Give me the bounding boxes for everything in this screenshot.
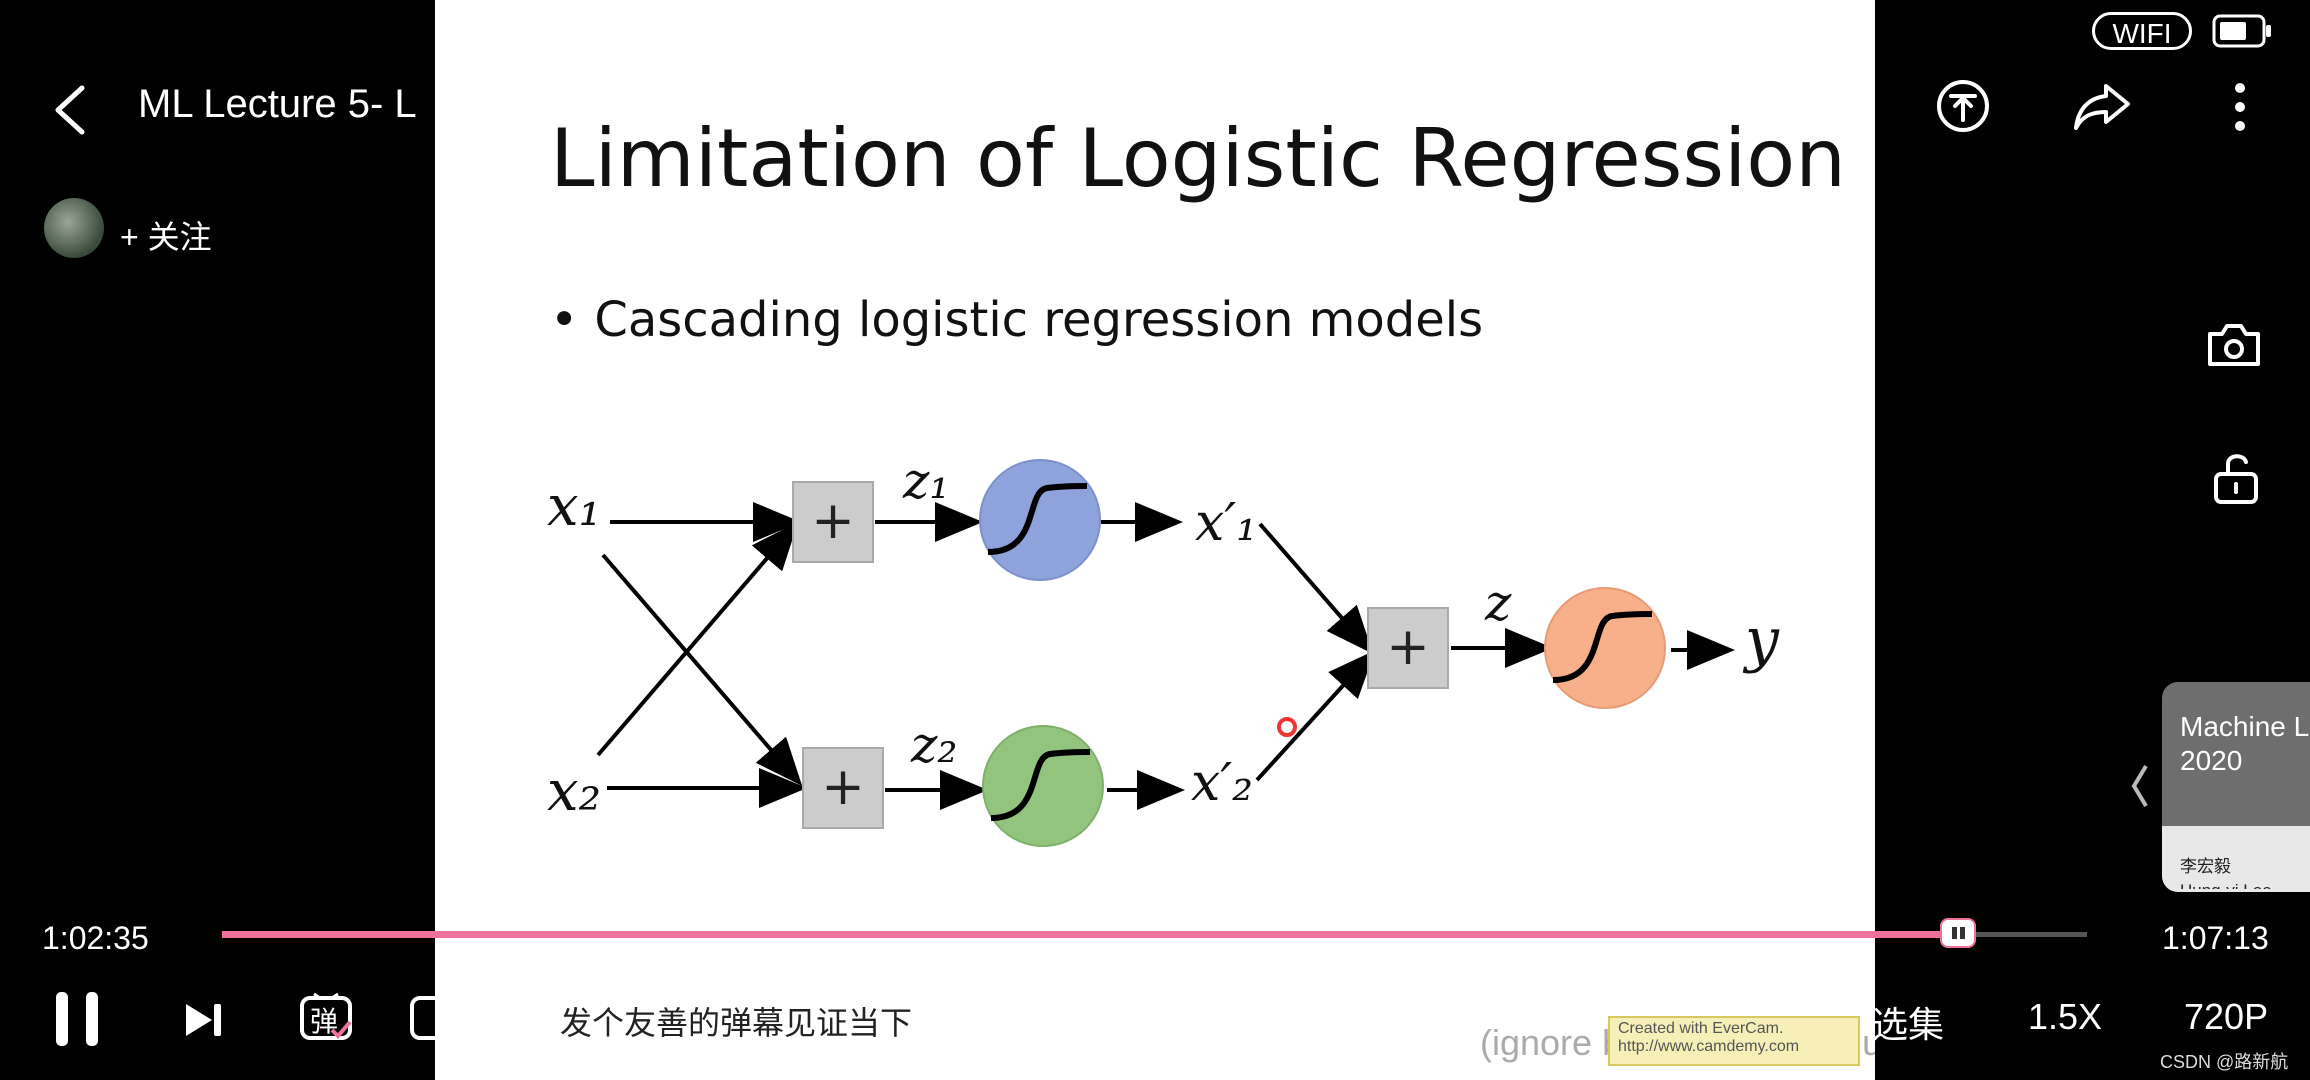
back-arrow-icon[interactable]	[52, 84, 88, 136]
danmaku-toggle-label: 弹	[310, 1006, 339, 1037]
share-icon[interactable]	[2072, 78, 2132, 134]
next-episode-icon[interactable]	[184, 1002, 224, 1038]
danmaku-input[interactable]: 发个友善的弹幕见证当下	[560, 1005, 913, 1041]
label-x1-prime: x′₁	[1195, 493, 1257, 553]
total-time: 1:07:13	[2162, 920, 2269, 956]
sigmoid-node-1	[979, 459, 1101, 581]
slide-footnote: (ignore bure)	[1480, 1022, 1875, 1063]
screenshot-camera-icon[interactable]	[2206, 322, 2262, 368]
recommendation-author: 李宏毅 Hung-yi Lee	[2180, 857, 2272, 889]
follow-button[interactable]: + 关注	[120, 219, 212, 255]
slide-bullet-text: Cascading logistic regression models	[594, 292, 1484, 348]
video-frame[interactable]: Limitation of Logistic Regression •Casca…	[435, 0, 1875, 1080]
video-title: ML Lecture 5- L	[138, 82, 417, 126]
uploader-avatar[interactable]	[44, 198, 104, 258]
label-y: y	[1742, 605, 1780, 675]
evercam-watermark: Created with EverCam. http://www.camdemy…	[1608, 1016, 1860, 1066]
danmaku-tv-icon	[300, 992, 352, 1040]
recommendation-title: Machine L 2020	[2180, 711, 2310, 776]
battery-icon	[2212, 14, 2271, 48]
danmaku-settings-icon[interactable]	[410, 992, 436, 1042]
label-x1: x₁	[547, 474, 601, 539]
danmaku-toggle-button[interactable]: 弹	[300, 992, 354, 1042]
progress-fill	[222, 931, 1959, 938]
label-z2: z₂	[910, 716, 957, 774]
label-z1: z₁	[902, 452, 949, 510]
sum-node-1: +	[792, 481, 874, 563]
pause-icon[interactable]	[54, 990, 102, 1048]
slide-title: Limitation of Logistic Regression	[550, 112, 1846, 205]
card-collapse-chevron-icon[interactable]	[2128, 762, 2152, 810]
label-z: z	[1484, 574, 1512, 632]
sigmoid-node-out	[1544, 587, 1666, 709]
slide-bullet: •Cascading logistic regression models	[550, 292, 1484, 348]
quality-button[interactable]: 720P	[2184, 996, 2269, 1037]
coin-icon[interactable]	[1935, 78, 1991, 134]
label-x2-prime: x′₂	[1191, 753, 1253, 813]
label-x2: x₂	[547, 759, 601, 824]
svg-text:+: +	[811, 491, 855, 551]
wifi-indicator: WIFI	[2092, 12, 2192, 50]
current-time: 1:02:35	[42, 920, 149, 956]
pointer-dot	[1277, 717, 1297, 737]
sigmoid-node-2	[982, 725, 1104, 847]
sum-node-out: +	[1367, 607, 1449, 689]
progress-handle[interactable]	[1940, 918, 1977, 948]
svg-text:+: +	[821, 757, 865, 817]
cascade-diagram: x₁ x₂ z₁ z₂ x′₁ x′₂ z y +	[547, 452, 1780, 847]
episodes-button[interactable]: 选集	[1872, 1004, 1945, 1045]
screen-lock-icon[interactable]	[2212, 450, 2260, 506]
playback-speed-button[interactable]: 1.5X	[2028, 996, 2103, 1037]
more-options-icon[interactable]	[2230, 82, 2250, 132]
csdn-watermark: CSDN @路新航	[2160, 1052, 2289, 1072]
sum-node-2: +	[802, 747, 884, 829]
recommendation-card[interactable]: Machine L 2020 李宏毅 Hung-yi Lee	[2162, 682, 2310, 892]
svg-text:+: +	[1386, 617, 1430, 677]
